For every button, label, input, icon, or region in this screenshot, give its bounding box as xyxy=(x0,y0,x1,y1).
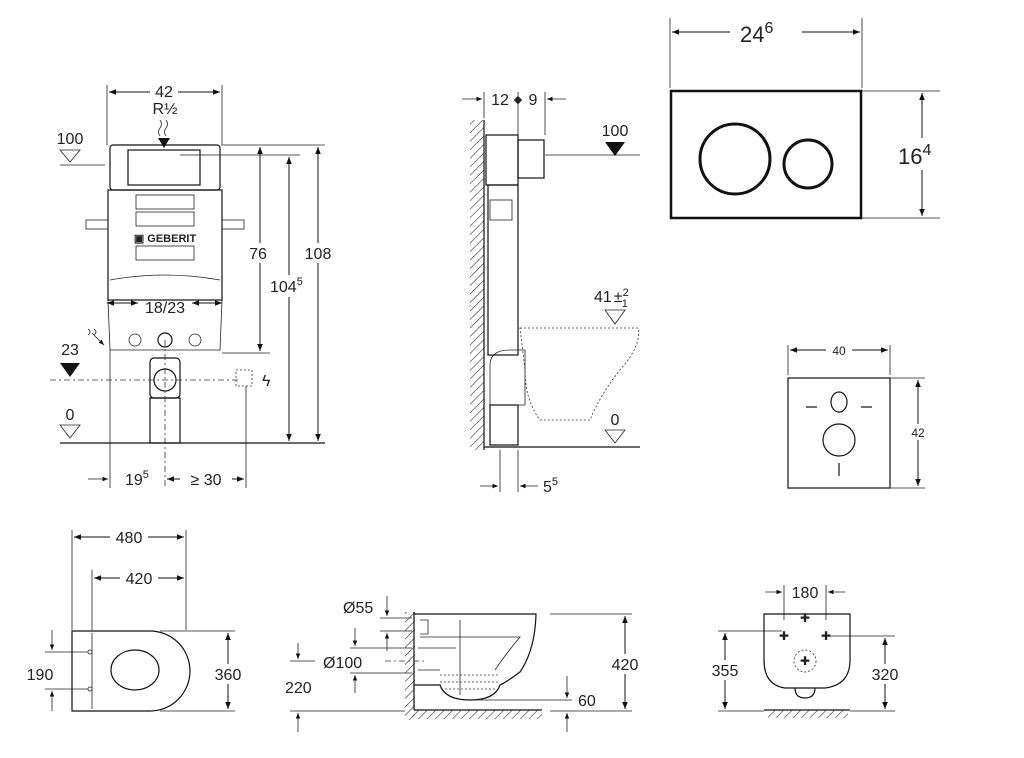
level-100-label: 100 xyxy=(57,131,84,148)
bracket-label: 18/23 xyxy=(145,300,185,317)
water-supply-icon xyxy=(158,119,168,137)
frame-front-view: 42 R½ ▣ GEBERIT 18/23 ϟ 100 23 xyxy=(50,82,334,489)
height-355-label: 355 xyxy=(712,663,739,680)
flush-plate-view: 246 164 xyxy=(669,18,951,220)
bowl-side-view: Ø55 Ø100 220 420 60 xyxy=(285,596,644,732)
offset-30-label: ≥ 30 xyxy=(190,472,221,489)
bowl-width-420-label: 420 xyxy=(126,571,153,588)
height-108-label: 108 xyxy=(305,246,332,263)
wall-plate-height-label: 42 xyxy=(911,426,925,440)
side-level-0-label: 0 xyxy=(611,412,620,429)
spacing-180-label: 180 xyxy=(792,585,819,602)
svg-text:✚: ✚ xyxy=(800,611,810,625)
height-220-label: 220 xyxy=(285,680,312,697)
wall-plate-view: 40 42 xyxy=(787,342,930,489)
frame-width-label: 42 xyxy=(155,84,173,101)
bowl-rear-view: 180 ✚ ✚ ✚ ✚ 355 320 xyxy=(706,585,904,718)
svg-text:◆: ◆ xyxy=(514,94,523,106)
depth-9-label: 9 xyxy=(529,92,538,109)
dia-100-label: Ø100 xyxy=(323,655,362,672)
bottom-offset-label: 55 xyxy=(543,476,558,496)
offset-19-label: 195 xyxy=(125,469,149,489)
depth-60-label: 60 xyxy=(578,693,596,710)
half-flush-button xyxy=(782,138,834,190)
bowl-depth-360-label: 360 xyxy=(215,667,242,684)
connection-label: R½ xyxy=(153,101,178,118)
height-320-label: 320 xyxy=(872,667,899,684)
svg-text:✚: ✚ xyxy=(779,629,789,643)
svg-text:✚: ✚ xyxy=(800,654,810,668)
electrical-icon: ϟ xyxy=(262,373,271,390)
level-23-label: 23 xyxy=(61,342,79,359)
svg-text:✚: ✚ xyxy=(821,629,831,643)
side-level-100-label: 100 xyxy=(602,123,629,140)
plate-height-label: 164 xyxy=(898,142,931,169)
bowl-top-view: 480 420 190 360 xyxy=(27,527,246,712)
bowl-spacing-190-label: 190 xyxy=(27,667,54,684)
full-flush-button xyxy=(698,122,772,196)
dia-55-label: Ø55 xyxy=(343,600,373,617)
height-76-label: 76 xyxy=(249,246,267,263)
wall-plate-width-label: 40 xyxy=(832,344,846,358)
plate-width-label: 246 xyxy=(740,20,773,47)
height-420-label: 420 xyxy=(612,657,639,674)
height-104-label: 1045 xyxy=(270,276,303,296)
level-0-label: 0 xyxy=(66,407,75,424)
depth-12-label: 12 xyxy=(491,92,509,109)
geberit-logo: ▣ GEBERIT xyxy=(134,233,197,245)
bowl-width-480-label: 480 xyxy=(116,530,143,547)
